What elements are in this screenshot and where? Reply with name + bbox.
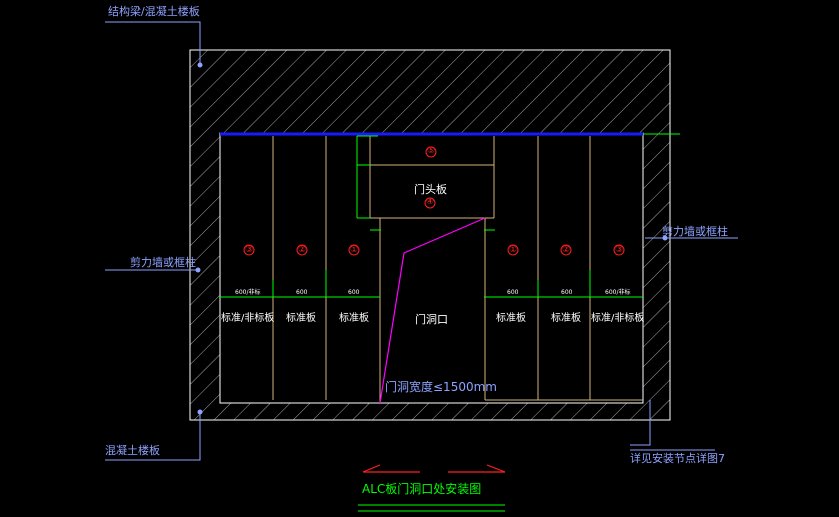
leader-lines xyxy=(105,21,738,461)
panel-dim: 600 xyxy=(507,289,519,296)
panel-dim: 600/非标 xyxy=(605,289,631,296)
panel-label: 标准/非标板 xyxy=(591,313,645,324)
door-width-indicator xyxy=(379,217,486,404)
label-structural-beam: 结构梁/混凝土楼板 xyxy=(108,5,200,18)
panel-num: ③ xyxy=(245,245,254,255)
bottom-slab xyxy=(190,403,670,420)
label-lintel-panel: 门头板 xyxy=(414,183,447,196)
drawing-title: ALC板门洞口处安装图 xyxy=(362,482,482,496)
label-detail-ref: 详见安装节点详图7 xyxy=(630,452,725,465)
label-door-width: 门洞宽度≤1500mm xyxy=(385,380,497,394)
panel-lines xyxy=(272,136,643,403)
green-dims xyxy=(220,133,680,512)
label-concrete-slab: 混凝土楼板 xyxy=(105,444,160,457)
label-shear-wall-right: 剪力墙或框柱 xyxy=(662,225,728,238)
panel-label: 标准板 xyxy=(551,313,581,324)
panel-label: 标准/非标板 xyxy=(221,313,275,324)
header-num-bottom: ④ xyxy=(426,197,435,207)
panel-label: 标准板 xyxy=(286,313,316,324)
left-wall xyxy=(190,133,220,403)
panel-num: ② xyxy=(298,245,307,255)
panel-dim: 600 xyxy=(296,289,308,296)
label-shear-wall-left: 剪力墙或框柱 xyxy=(130,256,196,269)
panel-num: ① xyxy=(509,245,518,255)
right-wall xyxy=(643,133,670,403)
top-slab xyxy=(190,50,670,133)
title-arrows xyxy=(362,464,506,473)
panel-dim: 600 xyxy=(561,289,573,296)
header-num-top: ⑤ xyxy=(427,146,436,156)
label-door-opening: 门洞口 xyxy=(415,313,448,326)
panel-label: 标准板 xyxy=(339,313,369,324)
panel-dim: 600/非标 xyxy=(235,289,261,296)
panel-num: ① xyxy=(350,245,359,255)
panel-label: 标准板 xyxy=(496,313,526,324)
panel-dim: 600 xyxy=(348,289,360,296)
panel-num: ② xyxy=(562,245,571,255)
panel-num: ③ xyxy=(615,245,624,255)
